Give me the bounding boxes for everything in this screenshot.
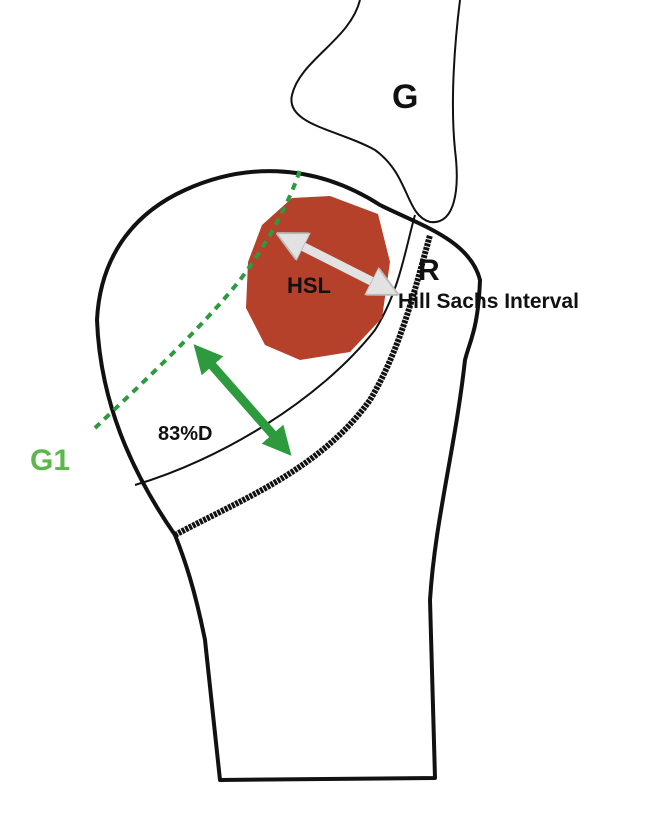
hill-sachs-interval-arrow (290, 240, 385, 288)
track-width-arrow (193, 344, 292, 456)
humerus-outline (95, 169, 482, 782)
label-glenoid-track: G1 (30, 444, 70, 477)
glenoid-outline (290, 0, 461, 224)
rotator-cuff-insertion-line (173, 234, 433, 538)
label-rim: R (418, 254, 440, 287)
label-hill-sachs-interval: Hill Sachs Interval (398, 290, 579, 313)
glenoid-track-line (93, 169, 302, 430)
label-glenoid: G (392, 78, 418, 116)
label-lesion: HSL (287, 273, 331, 298)
articular-margin-line (134, 214, 416, 486)
label-track-width: 83%D (158, 423, 212, 445)
